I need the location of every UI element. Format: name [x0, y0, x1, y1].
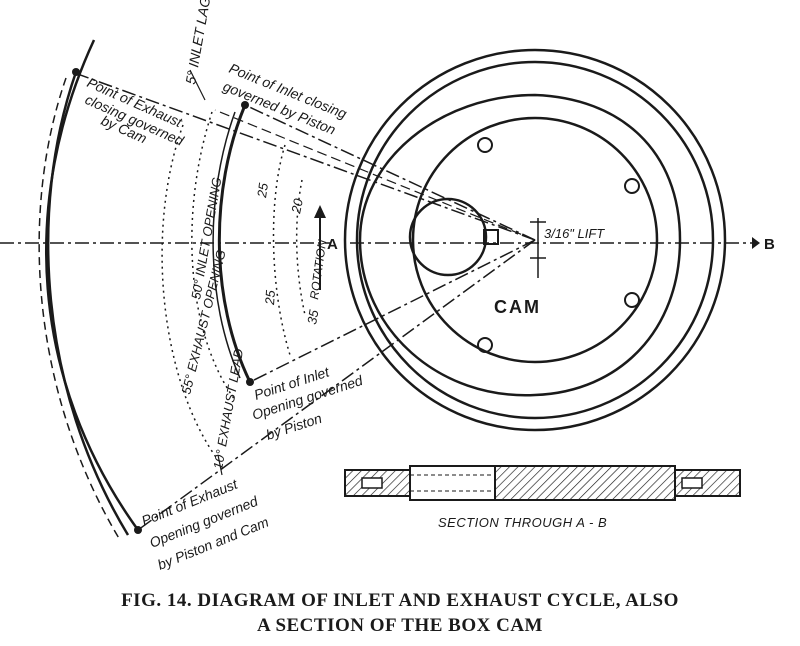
label-cam: CAM — [494, 297, 541, 317]
label-lift: 3/16" LIFT — [544, 226, 605, 241]
inlet-lag-leader — [189, 69, 206, 101]
section-groove-left — [361, 477, 383, 489]
arrow-b-head — [752, 237, 760, 249]
bolt-hole — [477, 337, 493, 353]
radial-exhaust-opening — [137, 239, 536, 531]
label-deg-20: 20 — [288, 197, 306, 216]
cam-groove-profile — [358, 93, 682, 397]
inlet-opening-point — [246, 378, 254, 386]
rotation-arrow — [314, 205, 326, 290]
rotation-arrow-head — [314, 205, 326, 218]
cam-outer-rim — [343, 48, 727, 432]
rotation-dim-arc-1 — [272, 144, 291, 356]
exhaust-arcs — [38, 39, 142, 541]
section-hub — [494, 465, 676, 501]
section-a-b — [344, 465, 741, 501]
exhaust-arc-outer — [45, 39, 140, 531]
inlet-closing-point — [241, 101, 249, 109]
label-section: SECTION THROUGH A - B — [438, 515, 607, 530]
cam-hub-ring — [411, 116, 659, 364]
caption-line-1: FIG. 14. DIAGRAM OF INLET AND EXHAUST CY… — [121, 590, 679, 611]
centerline-a-b — [0, 237, 760, 249]
radial-inlet-lag — [214, 109, 536, 241]
exhaust-arc-inner — [46, 71, 130, 536]
label-inlet-lag: 5° INLET LAG — [182, 0, 213, 86]
cam-cycle-diagram: 5° INLET LAG Point of Inlet closing gove… — [0, 0, 775, 573]
section-bore — [409, 465, 496, 501]
label-deg-35: 35 — [304, 308, 321, 326]
inlet-arc-inner — [212, 111, 241, 379]
exhaust-closing-point — [72, 68, 80, 76]
label-point-a: A — [327, 236, 338, 253]
radial-inlet-closing — [244, 104, 536, 241]
radial-inlet-opening — [249, 239, 536, 383]
bolt-hole — [477, 137, 493, 153]
bolt-hole — [624, 292, 640, 308]
exhaust-lead-leader — [217, 454, 223, 476]
radial-exhaust-closing — [71, 71, 536, 241]
exhaust-opening-point — [134, 526, 142, 534]
label-deg-25-lower: 25 — [262, 289, 278, 306]
inlet-arc-main — [217, 104, 252, 383]
cam-disc — [343, 48, 727, 432]
cam-inner-rim — [355, 60, 715, 420]
label-point-b: B — [764, 236, 775, 253]
rotation-dim-arc-2 — [295, 179, 306, 316]
figure-caption: FIG. 14. DIAGRAM OF INLET AND EXHAUST CY… — [0, 588, 800, 638]
bolt-hole — [624, 178, 640, 194]
caption-line-2: A SECTION OF THE BOX CAM — [257, 615, 543, 636]
section-groove-right — [681, 477, 703, 489]
exhaust-opening-dim-arc — [161, 124, 219, 461]
cam-bore — [408, 197, 488, 277]
cam-keyway — [483, 229, 499, 245]
inlet-arcs — [161, 69, 306, 476]
exhaust-arc-dashed — [38, 77, 121, 541]
radial-lines — [71, 71, 536, 531]
label-deg-25-upper: 25 — [254, 181, 271, 199]
inlet-opening-dim-arc — [191, 111, 236, 401]
